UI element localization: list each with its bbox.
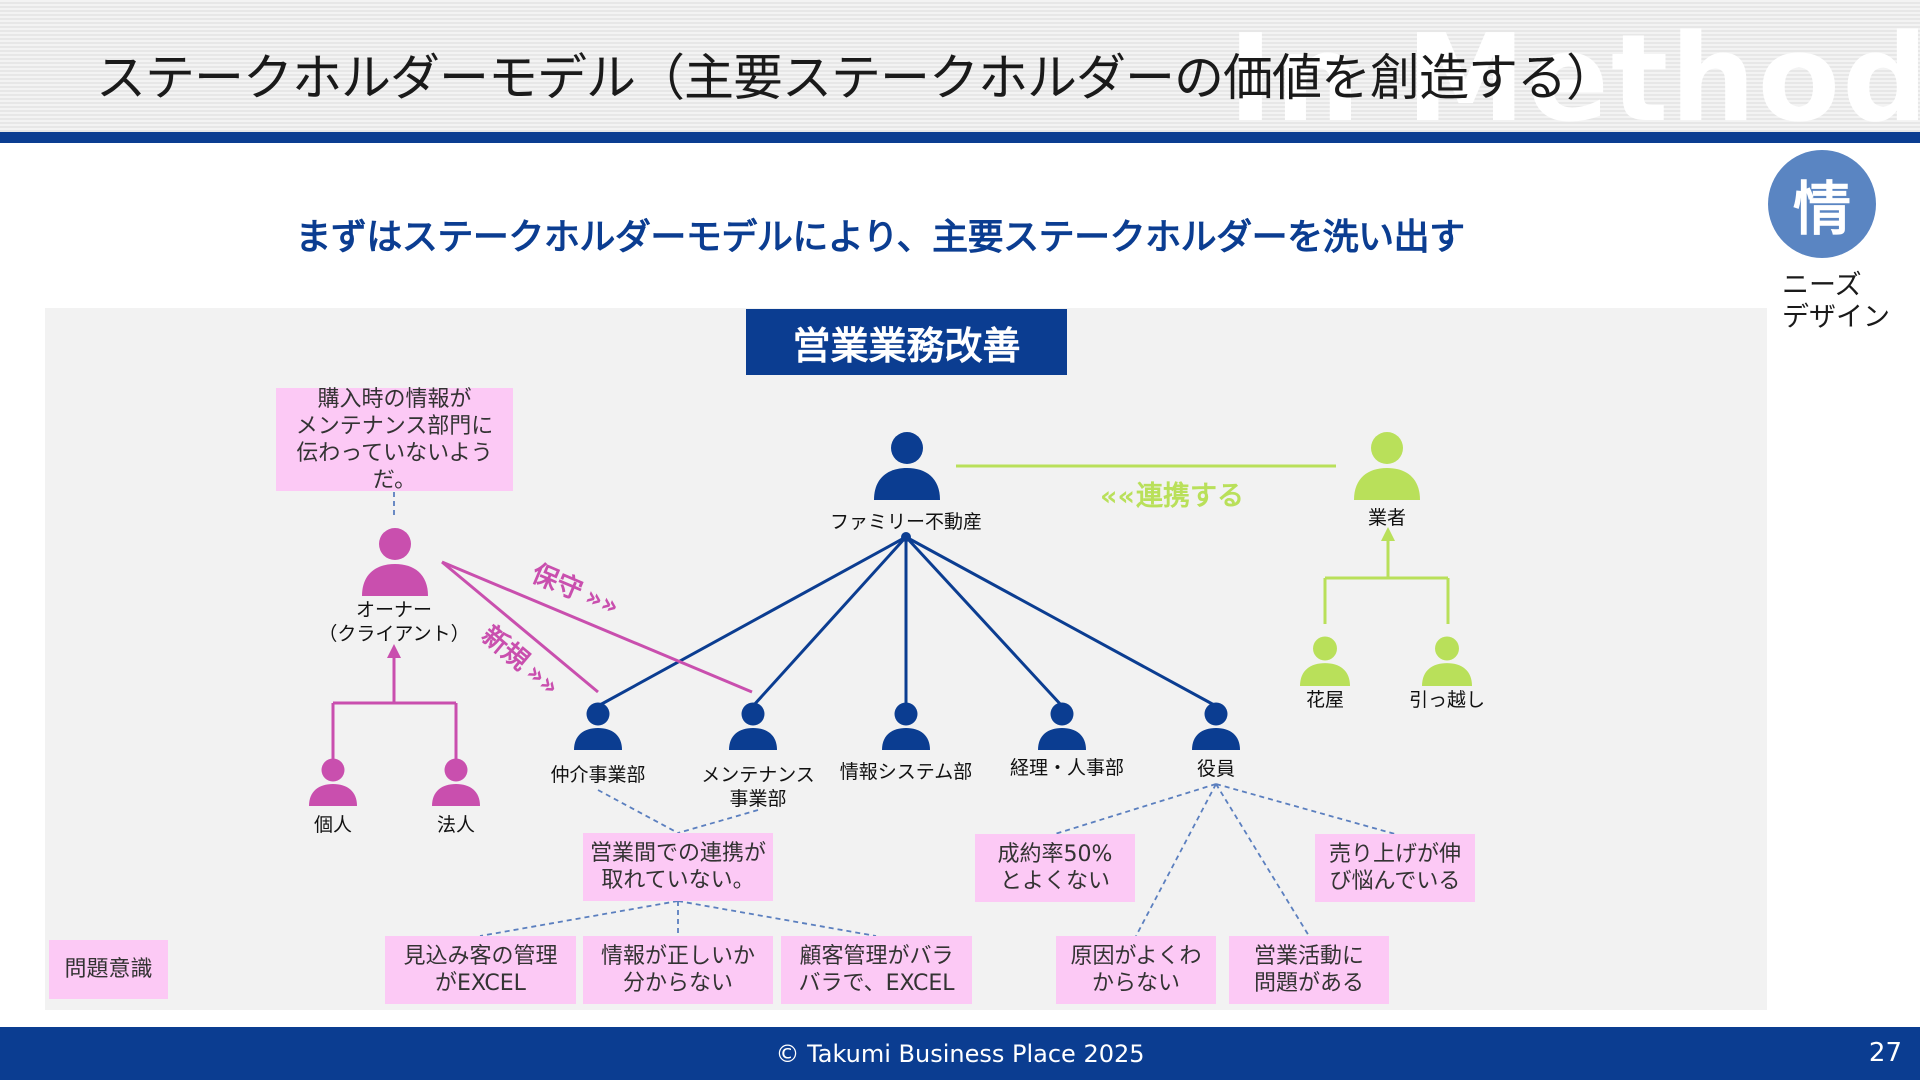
node-label-executives: 役員	[1196, 758, 1235, 780]
note-line: メンテナンス部門に	[295, 413, 494, 439]
node-label-owner-line: （クライアント）	[318, 623, 470, 645]
node-label-it: 情報システム部	[839, 761, 973, 783]
info-badge: 情	[1768, 150, 1876, 258]
tag-collaborate-label: 連携する	[1136, 481, 1244, 512]
note-line: 原因がよくわ	[1070, 944, 1202, 969]
header-watermark: In Method	[1228, 10, 1920, 133]
note-sales-growth: 売り上げが伸 び悩んでいる	[1315, 834, 1475, 902]
maintenance-person-icon	[729, 702, 777, 750]
node-label-company: ファミリー不動産	[829, 511, 982, 533]
owner-tree-arrow	[387, 644, 401, 658]
header-rule	[0, 132, 1920, 143]
diagram-title: 営業業務改善	[746, 309, 1067, 375]
note-line: 問題意識	[64, 957, 153, 982]
chevron-left-icon: ««	[1100, 481, 1135, 512]
company-person-icon	[874, 432, 940, 500]
link-executives	[905, 535, 1217, 708]
node-label-corporate: 法人	[436, 814, 475, 836]
note-accuracy: 情報が正しいか 分からない	[583, 936, 773, 1004]
note-line: 伝わっていないようだ。	[296, 440, 493, 493]
node-label-accounting: 経理・人事部	[1009, 757, 1124, 779]
tag-collaborate: «« 連携する	[1100, 481, 1244, 512]
chevron-right-icon: »»	[520, 658, 565, 703]
note-line: び悩んでいる	[1329, 869, 1461, 894]
executives-person-icon	[1192, 702, 1240, 750]
badge-caption-line: ニーズ	[1782, 270, 1862, 301]
node-label-owner-line: オーナー	[355, 599, 432, 621]
note-connectors	[393, 492, 1396, 937]
note-line: 顧客管理がバラ	[799, 944, 954, 969]
note-sales-activity: 営業活動に 問題がある	[1229, 936, 1389, 1004]
badge-caption: ニーズ デザイン	[1782, 270, 1890, 334]
link-brokerage	[597, 535, 907, 708]
node-label-individual: 個人	[313, 814, 352, 836]
vendor-tree-arrow	[1381, 527, 1395, 541]
note-line: 分からない	[622, 971, 733, 996]
mover-person-icon	[1422, 636, 1472, 686]
accounting-person-icon	[1038, 702, 1086, 750]
header: In Method ステークホルダーモデル（主要ステークホルダーの価値を創造する…	[0, 0, 1920, 132]
node-label-owner: オーナー （クライアント）	[304, 598, 484, 646]
brokerage-person-icon	[574, 702, 622, 750]
copyright: © Takumi Business Place 2025	[775, 1040, 1145, 1068]
owner-person-icon	[362, 528, 428, 596]
note-line: 取れていない。	[601, 868, 755, 893]
node-label-maintenance-line: メンテナンス	[701, 764, 815, 786]
link-maintenance	[751, 535, 908, 708]
node-label-brokerage: 仲介事業部	[550, 764, 646, 786]
corporate-person-icon	[432, 758, 480, 806]
link-owner-maintenance	[441, 560, 753, 694]
note-line: 見込み客の管理	[403, 944, 558, 969]
note-line: バラで、EXCEL	[798, 971, 955, 996]
node-label-maintenance-line: 事業部	[729, 788, 787, 810]
note-line: 成約率50%	[997, 842, 1113, 867]
chevron-right-icon: »»	[581, 581, 624, 622]
note-line: 情報が正しいか	[600, 944, 755, 969]
node-label-mover: 引っ越し	[1408, 689, 1485, 711]
note-prospect: 見込み客の管理 がEXCEL	[385, 936, 576, 1004]
tag-maintenance: 保守 »»	[526, 558, 623, 623]
note-line: がEXCEL	[435, 971, 526, 996]
node-label-florist: 花屋	[1305, 689, 1344, 711]
owner-tree	[331, 653, 458, 760]
note-line: とよくない	[999, 869, 1110, 894]
note-line: からない	[1091, 971, 1180, 996]
footer: © Takumi Business Place 2025 27	[0, 1027, 1920, 1080]
page-title: ステークホルダーモデル（主要ステークホルダーの価値を創造する）	[96, 49, 1616, 107]
page-number: 27	[1868, 1038, 1902, 1068]
note-cause: 原因がよくわ からない	[1056, 936, 1216, 1004]
vendor-tree	[1323, 533, 1450, 624]
tag-new: 新規 »»	[476, 620, 565, 703]
note-line: 営業活動に	[1253, 944, 1364, 969]
note-problem-awareness: 問題意識	[49, 940, 168, 999]
individual-person-icon	[309, 758, 357, 806]
it-person-icon	[882, 702, 930, 750]
florist-person-icon	[1300, 636, 1350, 686]
badge-caption-line: デザイン	[1782, 302, 1890, 333]
tag-new-label: 新規	[476, 620, 536, 677]
company-links	[597, 535, 1217, 708]
note-line: 問題がある	[1253, 971, 1364, 996]
link-accounting	[904, 535, 1064, 708]
note-line: 売り上げが伸	[1328, 842, 1461, 867]
note-line: 購入時の情報が	[317, 386, 472, 412]
link-owner-brokerage	[441, 560, 599, 694]
note-customer: 顧客管理がバラ バラで、EXCEL	[781, 936, 972, 1004]
node-label-vendor: 業者	[1367, 507, 1406, 529]
node-label-maintenance: メンテナンス 事業部	[683, 763, 833, 811]
note-purchase-info: 購入時の情報が メンテナンス部門に 伝わっていないようだ。	[276, 386, 513, 493]
tag-maintenance-label: 保守	[526, 558, 587, 607]
vendor-person-icon	[1354, 432, 1420, 500]
note-contract-rate: 成約率50% とよくない	[975, 834, 1135, 902]
note-sales-link: 営業間での連携が 取れていない。	[583, 833, 773, 901]
slide-subtitle: まずはステークホルダーモデルにより、主要ステークホルダーを洗い出す	[295, 217, 1465, 258]
note-line: 営業間での連携が	[589, 841, 766, 866]
company-hub	[901, 532, 911, 542]
owner-links	[441, 560, 753, 694]
